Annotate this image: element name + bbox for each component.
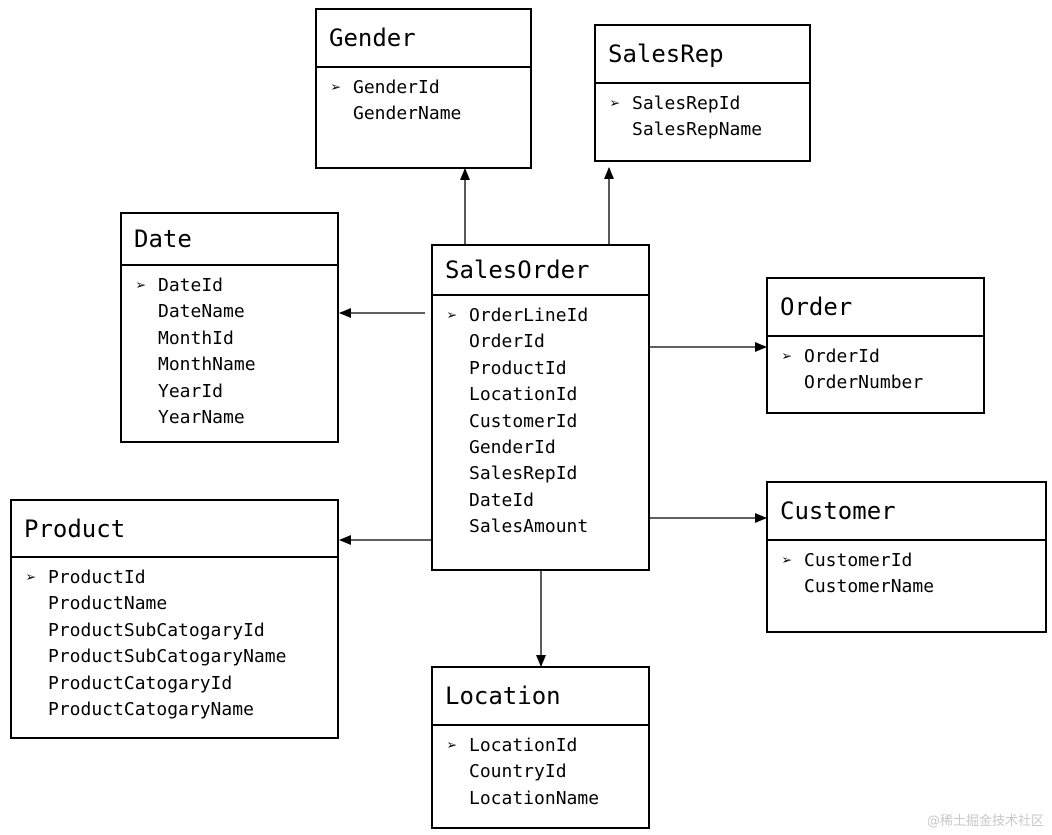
entity-field: YearName [122, 405, 337, 431]
field-name: OrderId [804, 346, 880, 367]
primary-key-field: ➢ OrderLineId [433, 303, 648, 329]
entity-field: SalesRepName [596, 117, 809, 143]
field-name: SalesRepId [632, 93, 741, 114]
primary-key-field: ➢ SalesRepId [596, 91, 809, 117]
field-name: ProductSubCatogaryName [48, 646, 287, 668]
entity-field: ProductSubCatogaryName [12, 644, 337, 670]
entity-field: GenderName [317, 101, 530, 127]
key-arrow-icon: ➢ [447, 736, 458, 756]
entity-title: Order [768, 279, 983, 337]
field-name: CustomerName [804, 576, 935, 598]
key-arrow-icon: ➢ [26, 568, 37, 588]
key-arrow-icon: ➢ [136, 276, 147, 296]
entity-field: CustomerName [768, 574, 1045, 600]
field-name: YearId [158, 380, 224, 402]
entity-field: OrderId [433, 329, 648, 355]
field-name: DateId [158, 275, 224, 296]
entity-title: Date [122, 214, 337, 266]
entity-field: ProductName [12, 591, 337, 617]
key-arrow-icon: ➢ [610, 94, 621, 114]
field-name: MonthId [158, 327, 234, 349]
field-name: LocationId [469, 735, 578, 756]
entity-title: Location [433, 668, 648, 726]
field-name: CountryId [469, 761, 567, 783]
entity-title: Customer [768, 483, 1045, 541]
entity-field: ProductCatogaryId [12, 671, 337, 697]
entity-field: OrderNumber [768, 370, 983, 396]
entity-field: MonthName [122, 352, 337, 378]
field-name: GenderName [353, 103, 462, 125]
entity-field: DateName [122, 299, 337, 325]
field-name: SalesRepName [632, 119, 763, 141]
entity-field: CountryId [433, 759, 648, 785]
entity-field: LocationId [433, 382, 648, 408]
field-name: ProductCatogaryId [48, 672, 233, 694]
field-name: ProductId [48, 567, 146, 588]
primary-key-field: ➢ OrderId [768, 344, 983, 370]
field-name: GenderId [469, 436, 556, 458]
field-name: CustomerId [469, 410, 578, 432]
entity-title: SalesRep [596, 26, 809, 84]
field-name: LocationId [469, 384, 578, 406]
entity-field: YearId [122, 379, 337, 405]
field-name: OrderId [469, 331, 545, 353]
primary-key-field: ➢ CustomerId [768, 548, 1045, 574]
key-arrow-icon: ➢ [331, 78, 342, 98]
entity-field: MonthId [122, 326, 337, 352]
entity-field: SalesAmount [433, 514, 648, 540]
field-name: OrderLineId [469, 305, 589, 326]
field-name: OrderNumber [804, 372, 924, 394]
entity-field: ProductSubCatogaryId [12, 618, 337, 644]
entity-field: GenderId [433, 435, 648, 461]
field-name: MonthName [158, 354, 256, 376]
entity-title: Product [12, 501, 337, 558]
watermark: @稀土掘金技术社区 [926, 814, 1044, 829]
entity-field: LocationName [433, 786, 648, 812]
field-name: ProductName [48, 593, 168, 615]
entity-field: SalesRepId [433, 461, 648, 487]
entity-field: DateId [433, 488, 648, 514]
field-name: GenderId [353, 77, 440, 98]
field-name: ProductCatogaryName [48, 698, 254, 720]
key-arrow-icon: ➢ [782, 347, 793, 367]
primary-key-field: ➢ DateId [122, 273, 337, 299]
field-name: ProductSubCatogaryId [48, 619, 265, 641]
entity-field: ProductId [433, 356, 648, 382]
primary-key-field: ➢ GenderId [317, 75, 530, 101]
field-name: LocationName [469, 787, 600, 809]
field-name: DateId [469, 489, 535, 511]
field-name: CustomerId [804, 550, 913, 571]
primary-key-field: ➢ ProductId [12, 565, 337, 591]
primary-key-field: ➢ LocationId [433, 733, 648, 759]
entity-title: SalesOrder [433, 246, 648, 296]
field-name: YearName [158, 406, 245, 428]
field-name: ProductId [469, 357, 567, 379]
field-name: SalesRepId [469, 463, 578, 485]
key-arrow-icon: ➢ [782, 551, 793, 571]
key-arrow-icon: ➢ [447, 306, 458, 326]
entity-field: ProductCatogaryName [12, 697, 337, 723]
field-name: SalesAmount [469, 516, 589, 538]
entity-title: Gender [317, 10, 530, 68]
field-name: DateName [158, 301, 245, 323]
entity-field: CustomerId [433, 409, 648, 435]
